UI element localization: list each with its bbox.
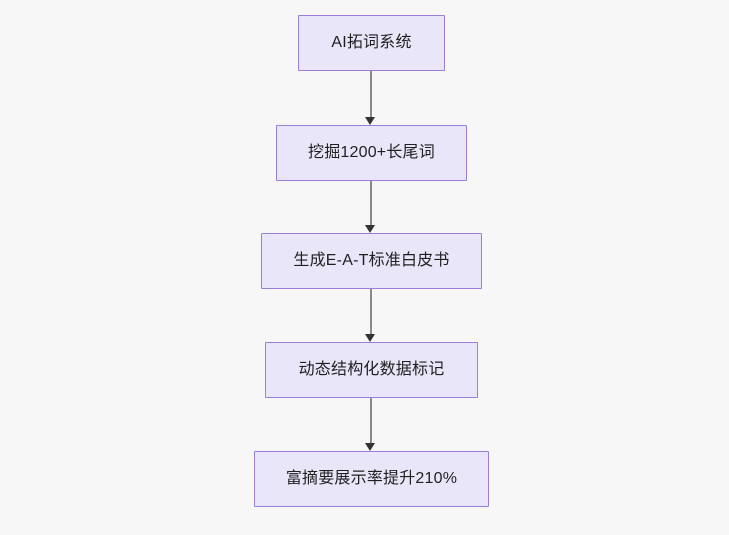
flow-edge-n2-to-n3: [365, 181, 377, 233]
flow-node-label: 挖掘1200+长尾词: [308, 144, 435, 162]
flow-node-n5[interactable]: 富摘要展示率提升210%: [254, 451, 489, 507]
edge-line: [370, 181, 372, 225]
flow-node-label: 动态结构化数据标记: [298, 361, 445, 379]
edge-line: [370, 289, 372, 334]
edge-line: [370, 398, 372, 443]
flow-edge-n3-to-n4: [365, 289, 377, 342]
arrowhead-down-icon: [365, 443, 375, 451]
flow-node-n4[interactable]: 动态结构化数据标记: [265, 342, 478, 398]
arrowhead-down-icon: [365, 225, 375, 233]
flow-node-label: AI拓词系统: [331, 34, 412, 52]
edge-line: [370, 71, 372, 117]
flow-node-n2[interactable]: 挖掘1200+长尾词: [276, 125, 467, 181]
flow-node-n3[interactable]: 生成E-A-T标准白皮书: [261, 233, 482, 289]
flow-node-label: 生成E-A-T标准白皮书: [293, 252, 450, 270]
arrowhead-down-icon: [365, 334, 375, 342]
flow-edge-n1-to-n2: [365, 71, 377, 125]
flow-node-n1[interactable]: AI拓词系统: [298, 15, 445, 71]
flow-edge-n4-to-n5: [365, 398, 377, 451]
arrowhead-down-icon: [365, 117, 375, 125]
flow-node-label: 富摘要展示率提升210%: [285, 470, 458, 488]
